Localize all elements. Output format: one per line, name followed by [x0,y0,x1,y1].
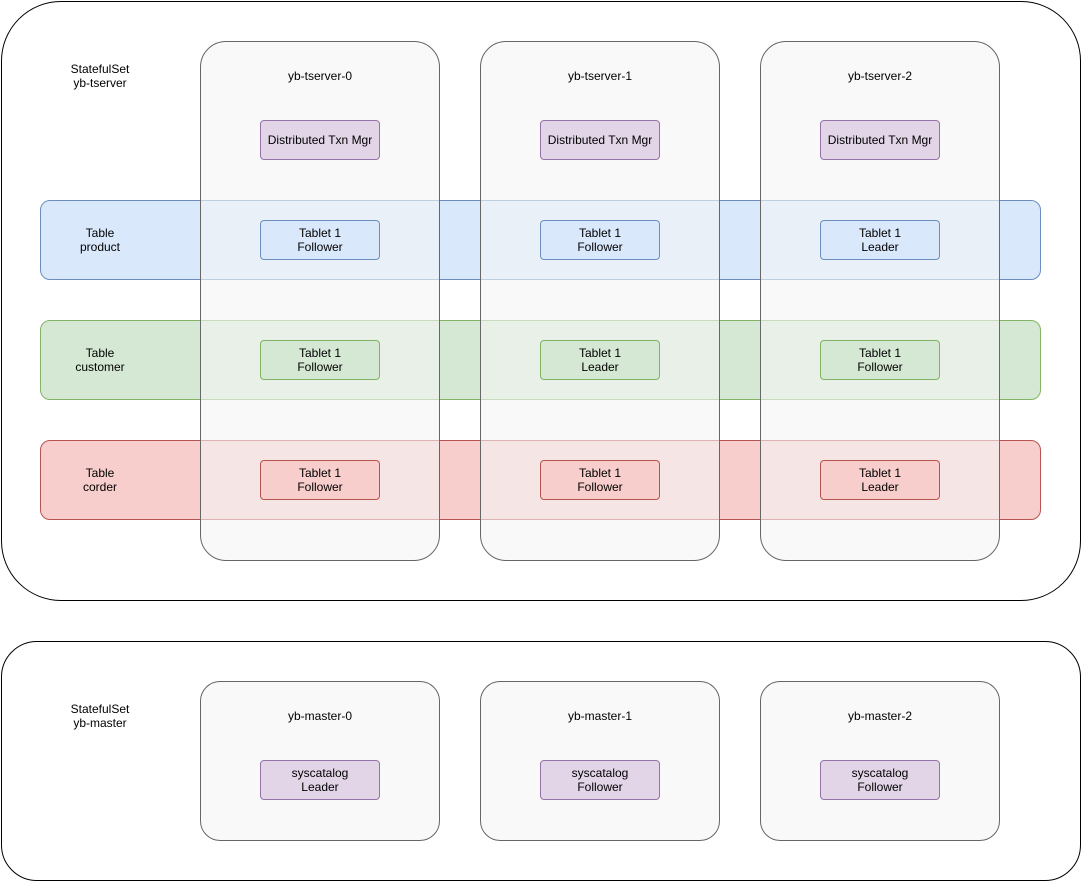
pod-title-yb-tserver-1: yb-tserver-1 [567,69,632,83]
txn-manager-box: Distributed Txn Mgr [540,120,660,160]
pod-title-yb-tserver-2: yb-tserver-2 [847,69,912,83]
txn-manager-box: Distributed Txn Mgr [260,120,380,160]
table-label-corder: Table corder [82,466,117,494]
table-label-product: Table product [79,226,121,254]
txn-manager-box: Distributed Txn Mgr [820,120,940,160]
pod-title-yb-master-1: yb-master-1 [567,709,632,723]
pod-title-yb-master-0: yb-master-0 [287,709,352,723]
pod-title-yb-master-2: yb-master-2 [847,709,912,723]
statefulset-yb-tserver-label: StatefulSet yb-tserver [70,62,130,90]
pod-title-yb-tserver-0: yb-tserver-0 [287,69,352,83]
statefulset-yb-master-label: StatefulSet yb-master [70,702,130,730]
table-label-customer: Table customer [75,346,125,374]
